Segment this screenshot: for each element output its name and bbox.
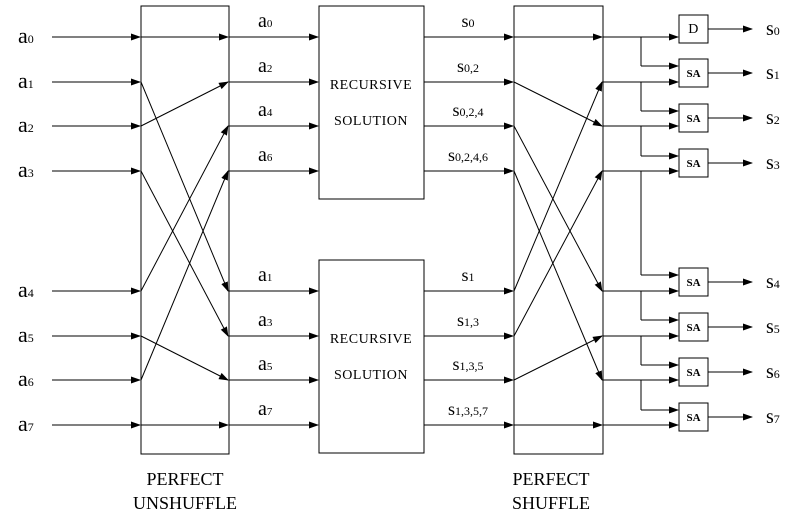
- shuffle-wire: [513, 170, 603, 381]
- recursive-solution-box-odd: [318, 259, 425, 454]
- unshuffle-wire: [140, 125, 229, 292]
- input-label: a2: [18, 112, 34, 137]
- recursive-box-odd-line2: SOLUTION: [334, 368, 408, 383]
- input-label: a3: [18, 157, 34, 182]
- final-output-label: s6: [766, 361, 780, 383]
- unshuffled-label: a6: [258, 144, 273, 166]
- input-label: a0: [18, 23, 34, 48]
- shuffle-wire: [513, 81, 603, 127]
- final-output-label: s2: [766, 107, 780, 129]
- partial-sum-label: s0,2,4,6: [448, 145, 488, 165]
- partial-sum-label: s0: [461, 11, 474, 31]
- unshuffled-label: a2: [258, 55, 272, 77]
- recursive-box-odd-line1: RECURSIVE: [330, 332, 412, 347]
- final-output-label: s5: [766, 316, 780, 338]
- shuffle-caption-line2: SHUFFLE: [512, 493, 590, 513]
- adder-label: SA: [686, 277, 700, 289]
- unshuffled-label: a5: [258, 353, 273, 375]
- input-label: a4: [18, 277, 34, 302]
- unshuffle-caption-line1: PERFECT: [146, 469, 223, 489]
- unshuffled-label: a7: [258, 398, 273, 420]
- adder-label: SA: [686, 113, 700, 125]
- unshuffle-wire: [140, 170, 229, 381]
- input-label: a7: [18, 411, 34, 436]
- unshuffled-label: a0: [258, 10, 273, 32]
- input-label: a1: [18, 68, 34, 93]
- unshuffled-label: a1: [258, 264, 272, 286]
- perfect-unshuffle-box: [140, 5, 230, 455]
- partial-sum-label: s1,3,5,7: [448, 399, 488, 419]
- partial-sum-label: s0,2: [457, 56, 479, 76]
- delay-label: D: [688, 22, 699, 37]
- shuffle-wire: [513, 125, 603, 292]
- final-output-label: s4: [766, 271, 780, 293]
- unshuffle-wire: [140, 81, 229, 292]
- adder-label: SA: [686, 322, 700, 334]
- final-output-label: s3: [766, 152, 780, 174]
- final-output-label: s0: [766, 18, 780, 40]
- unshuffle-wire: [140, 81, 229, 127]
- perfect-shuffle-box: [513, 5, 604, 455]
- final-output-label: s7: [766, 406, 780, 428]
- adder-label: SA: [686, 158, 700, 170]
- unshuffled-label: a3: [258, 309, 273, 331]
- recursive-box-even-line2: SOLUTION: [334, 114, 408, 129]
- shuffle-wire: [513, 335, 603, 381]
- shuffle-wire: [513, 170, 603, 337]
- partial-sum-label: s1: [461, 265, 474, 285]
- partial-sum-label: s0,2,4: [452, 100, 483, 120]
- shuffle-wire: [513, 81, 603, 292]
- adder-label: SA: [686, 412, 700, 424]
- shuffle-caption-line1: PERFECT: [512, 469, 589, 489]
- input-label: a6: [18, 366, 34, 391]
- adder-label: SA: [686, 367, 700, 379]
- adder-label: SA: [686, 68, 700, 80]
- unshuffled-label: a4: [258, 99, 273, 121]
- partial-sum-label: s1,3: [457, 310, 479, 330]
- unshuffle-wire: [140, 335, 229, 381]
- input-label: a5: [18, 322, 34, 347]
- unshuffle-wire: [140, 170, 229, 337]
- unshuffle-caption-line2: UNSHUFFLE: [133, 493, 237, 513]
- final-output-label: s1: [766, 62, 780, 84]
- recursive-solution-box-even: [318, 5, 425, 200]
- recursive-box-even-line1: RECURSIVE: [330, 78, 412, 93]
- partial-sum-label: s1,3,5: [452, 354, 483, 374]
